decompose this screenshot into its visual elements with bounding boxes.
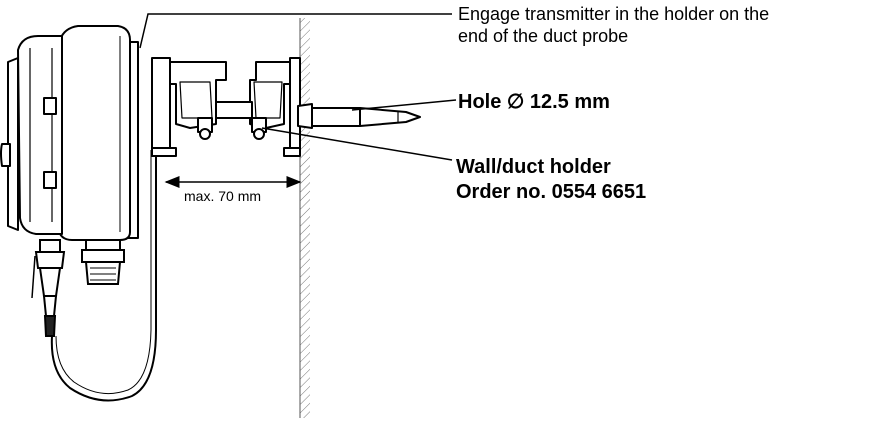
callout-lines — [139, 13, 457, 161]
engage-instruction-line2: end of the duct probe — [458, 26, 629, 46]
transmitter-housing — [0, 25, 139, 241]
holder-order-number: Order no. 0554 6651 — [456, 181, 647, 203]
duct-probe — [297, 103, 421, 129]
hole-diameter-label: Hole ∅ 12.5 mm — [458, 91, 610, 113]
holder-label-line1: Wall/duct holder — [456, 156, 611, 178]
probe-cable — [50, 150, 157, 402]
duct-wall — [299, 18, 310, 418]
cable-glands — [31, 239, 125, 337]
engage-instruction-line1: Engage transmitter in the holder on the — [458, 4, 770, 24]
max-distance-label: max. 70 mm — [182, 188, 264, 204]
wall-duct-holder — [151, 57, 301, 157]
